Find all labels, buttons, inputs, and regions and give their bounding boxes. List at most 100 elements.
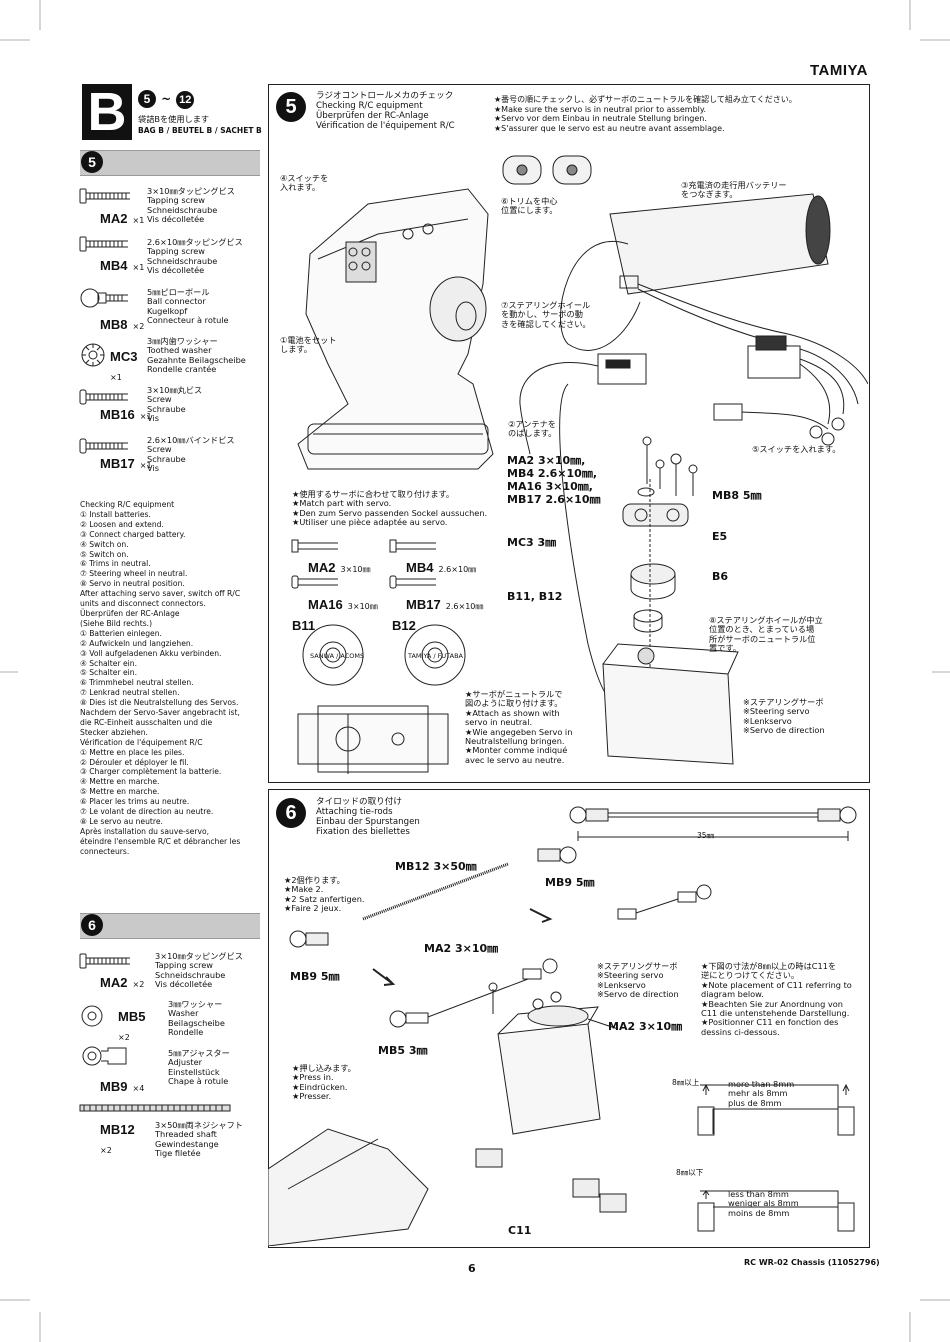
- part-qty: ×4: [132, 1084, 145, 1093]
- screw-code: MA2: [308, 560, 336, 575]
- label-c11: C11: [508, 1224, 532, 1237]
- sidebar-step6-num: 6: [81, 914, 103, 936]
- neutral-attach-note: ★サーボがニュートラルで 図のように取り付けます。 ★Attach as sho…: [465, 689, 573, 765]
- step5-note: ★番号の順にチェックし、必ずサーボのニュートラルを確認して組み立てください。 ★…: [494, 95, 797, 133]
- sidebar6-part-mb9-desc: 5㎜アジャスター Adjuster Einstellstück Chape à …: [168, 1048, 230, 1087]
- sidebar-step5-num: 5: [81, 151, 103, 173]
- brand-logo: TAMIYA: [809, 62, 868, 79]
- screw-code: MB17: [406, 597, 441, 612]
- screw-mb4: MB4 2.6×10㎜: [406, 557, 476, 576]
- screw-code: MB4: [406, 560, 434, 575]
- page-number: 6: [468, 1262, 476, 1275]
- sidebar-step5-bar: [80, 150, 260, 176]
- bag-use-jp: 袋詰Bを使用します: [138, 114, 210, 124]
- screw-code: MA16: [308, 597, 343, 612]
- screw-list: MA2 3×10㎜, MB4 2.6×10㎜, MA16 3×10㎜, MB17…: [507, 454, 601, 506]
- part-code: MB8: [100, 317, 128, 332]
- part-qty: ×2: [118, 1033, 130, 1042]
- label-e5: E5: [712, 530, 728, 543]
- bag-label: BAG B / BEUTEL B / SACHET B: [138, 126, 262, 135]
- over-8mm-jp: 8㎜以上: [672, 1078, 700, 1087]
- label-mb12: MB12 3×50㎜: [395, 860, 477, 873]
- sidebar5-part-mb4: MB4 ×1: [100, 255, 144, 274]
- sidebar5-part-mc3-desc: 3㎜内歯ワッシャー Toothed washer Gezahnte Beilag…: [147, 336, 246, 375]
- over-8mm-text: more than 8mm mehr als 8mm plus de 8mm: [728, 1079, 795, 1108]
- sidebar5-part-icons: [79, 188, 130, 454]
- b11-marks: SANWA / ACOMS: [310, 652, 365, 660]
- step5-number: 5: [276, 92, 306, 122]
- screw-size: 2.6×10㎜: [438, 565, 477, 574]
- part-code: MB5: [118, 1009, 146, 1024]
- sidebar6-part-mb5-desc: 3㎜ワッシャー Washer Beilagscheibe Rondelle: [168, 999, 225, 1038]
- part-code: MC3: [110, 349, 138, 364]
- under-8mm-jp: 8㎜以下: [676, 1168, 704, 1177]
- callout-7-steering: ⑦ステアリングホイール を動かし、サーボの動 きを確認してください。: [501, 300, 591, 329]
- servo-match-note: ★使用するサーボに合わせて取り付けます。 ★Match part with se…: [292, 489, 488, 528]
- sidebar6-part-icons: [79, 953, 231, 1112]
- screw-ma2: MA2 3×10㎜: [308, 557, 371, 576]
- sidebar6-part-ma2: MA2 ×2: [100, 972, 144, 991]
- range-start: 5: [138, 90, 156, 108]
- range-end: 12: [176, 91, 195, 109]
- model-code: RC WR-02 Chassis (11052796): [744, 1258, 880, 1267]
- sidebar5-part-mc3: MC3 ×1: [110, 346, 137, 384]
- screw-size: 3×10㎜: [347, 602, 378, 611]
- part-code: MB9: [100, 1079, 128, 1094]
- callout-5-switch: ⑤スイッチを入れます。: [752, 444, 841, 454]
- sidebar6-part-mb12: MB12×2: [100, 1119, 135, 1157]
- label-ma2-bottom: MA2 3×10㎜: [608, 1020, 683, 1033]
- label-ma2-top: MA2 3×10㎜: [424, 942, 499, 955]
- part-qty: ×1: [139, 412, 152, 421]
- step6-illustration: [268, 806, 857, 1246]
- sidebar5-part-mb16: MB16 ×1: [100, 404, 152, 423]
- label-b6: B6: [712, 570, 729, 583]
- sidebar6-part-mb5: MB5 ×2: [118, 1006, 145, 1044]
- label-mb5: MB5 3㎜: [378, 1044, 428, 1057]
- callout-2-antenna: ②アンテナを のばします。: [508, 419, 557, 439]
- step6-servo-label: ※ステアリングサーボ ※Steering servo ※Lenkservo ※S…: [597, 961, 679, 1000]
- bag-letter: B: [82, 84, 132, 140]
- sidebar5-part-mb4-desc: 2.6×10㎜タッピングビス Tapping screw Schneidschr…: [147, 237, 243, 276]
- part-qty: ×1: [132, 216, 145, 225]
- step5-servo-label: ※ステアリングサーボ ※Steering servo ※Lenkservo ※S…: [743, 697, 825, 736]
- sidebar-step6-bar: [80, 913, 260, 939]
- b12-marks: TAMIYA / FUTABA: [408, 652, 463, 660]
- part-qty: ×1: [139, 461, 152, 470]
- sidebar6-part-mb12-desc: 3×50㎜両ネジシャフト Threaded shaft Gewindestang…: [155, 1120, 243, 1159]
- sidebar5-part-mb16-desc: 3×10㎜丸ビス Screw Schraube Vis: [147, 385, 203, 424]
- label-mb9-left: MB9 5㎜: [290, 970, 340, 983]
- range-sep: ~: [161, 92, 172, 106]
- part-qty: ×2: [100, 1146, 112, 1155]
- callout-4-switch: ④スイッチを 入れます。: [280, 173, 329, 193]
- press-in-note: ★押し込みます。 ★Press in. ★Eindrücken. ★Presse…: [292, 1063, 356, 1102]
- callout-6-trim: ⑥トリムを中心 位置にします。: [501, 196, 558, 216]
- sidebar5-part-mb17: MB17 ×1: [100, 453, 152, 472]
- step5-frame: [268, 84, 870, 783]
- checking-instructions: Checking R/C equipment ① Install batteri…: [80, 500, 241, 856]
- step6-frame: [268, 789, 870, 1248]
- part-code: MA2: [100, 975, 128, 990]
- screw-mb17: MB17 2.6×10㎜: [406, 594, 483, 613]
- sidebar6-part-mb9: MB9 ×4: [100, 1076, 144, 1095]
- part-qty: ×1: [110, 373, 122, 382]
- label-b11-b12: B11, B12: [507, 590, 563, 603]
- screw-size: 2.6×10㎜: [445, 602, 484, 611]
- screw-ma16: MA16 3×10㎜: [308, 594, 378, 613]
- step6-title: タイロッドの取り付け Attaching tie-rods Einbau der…: [316, 797, 420, 837]
- part-code: MB17: [100, 456, 135, 471]
- label-b12: B12: [392, 618, 416, 633]
- dim-35mm: 35㎜: [697, 831, 715, 840]
- part-qty: ×2: [132, 322, 145, 331]
- step5-illustration: [291, 155, 868, 774]
- part-code: MA2: [100, 211, 128, 226]
- label-mc3: MC3 3㎜: [507, 536, 557, 549]
- sidebar5-part-mb17-desc: 2.6×10㎜バインドビス Screw Schraube Vis: [147, 435, 235, 474]
- step6-number: 6: [276, 798, 306, 828]
- callout-1-batteries: ①電池をセット します。: [280, 335, 337, 355]
- part-qty: ×2: [132, 980, 145, 989]
- step5-title: ラジオコントロールメカのチェック Checking R/C equipment …: [316, 91, 455, 131]
- label-b11: B11: [292, 618, 316, 633]
- screw-size: 3×10㎜: [340, 565, 371, 574]
- c11-placement-note: ★下図の寸法が8㎜以上の時はC11を 逆にとりつけてください。 ★Note pl…: [701, 961, 852, 1037]
